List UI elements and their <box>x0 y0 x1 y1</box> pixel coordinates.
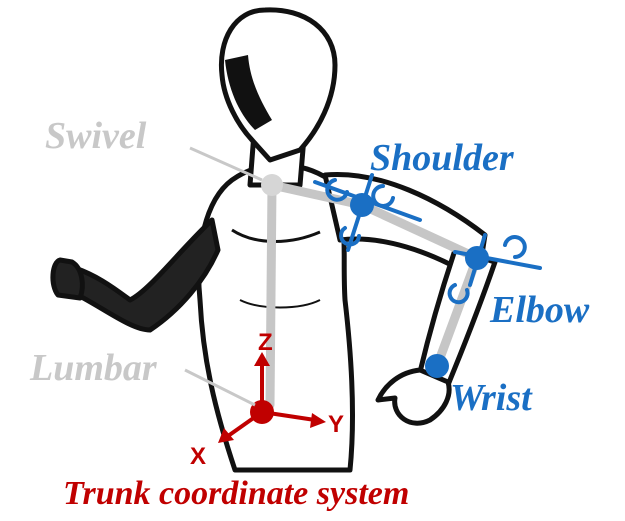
y-axis-arrowhead <box>310 413 326 428</box>
z-axis-label: Z <box>258 329 273 356</box>
shoulder-joint <box>350 193 374 217</box>
lumbar-label: Lumbar <box>29 347 158 389</box>
shoulder-rot-arrow-2 <box>371 184 395 208</box>
x-axis-label: X <box>190 443 206 470</box>
shoulder-girdle-link <box>267 180 367 210</box>
wrist-label: Wrist <box>450 377 533 419</box>
x-axis-arrowhead <box>218 428 234 443</box>
z-axis-arrowhead <box>254 352 270 366</box>
spine-link <box>265 180 277 410</box>
shoulder-rot-arrow-1 <box>325 178 349 202</box>
elbow-rot-arrow-1 <box>503 235 527 259</box>
swivel-joint <box>261 174 283 196</box>
lumbar-leader <box>184 368 256 407</box>
trunk-links <box>265 180 482 410</box>
abdomen-line <box>239 299 321 309</box>
swivel-leader <box>189 146 263 182</box>
elbow-joint <box>465 246 489 270</box>
left-arm <box>65 217 221 333</box>
swivel-label: Swivel <box>45 115 147 157</box>
face-shadow <box>225 55 272 130</box>
caption: Trunk coordinate system <box>63 475 409 512</box>
elbow-label: Elbow <box>489 289 590 331</box>
y-axis-label: Y <box>328 411 344 438</box>
arm-joints <box>350 193 489 378</box>
forearm-link <box>432 253 482 371</box>
upper-arm-link <box>357 200 482 263</box>
elbow-rot-arrow-2 <box>447 283 470 305</box>
shoulder-label: Shoulder <box>370 137 515 179</box>
trunk-frame <box>218 352 326 443</box>
left-hand <box>50 257 85 301</box>
right-hand <box>375 367 452 426</box>
trunk-origin <box>250 400 274 424</box>
wrist-joint <box>425 354 449 378</box>
shoulder-rot-arrow-3 <box>339 226 361 247</box>
